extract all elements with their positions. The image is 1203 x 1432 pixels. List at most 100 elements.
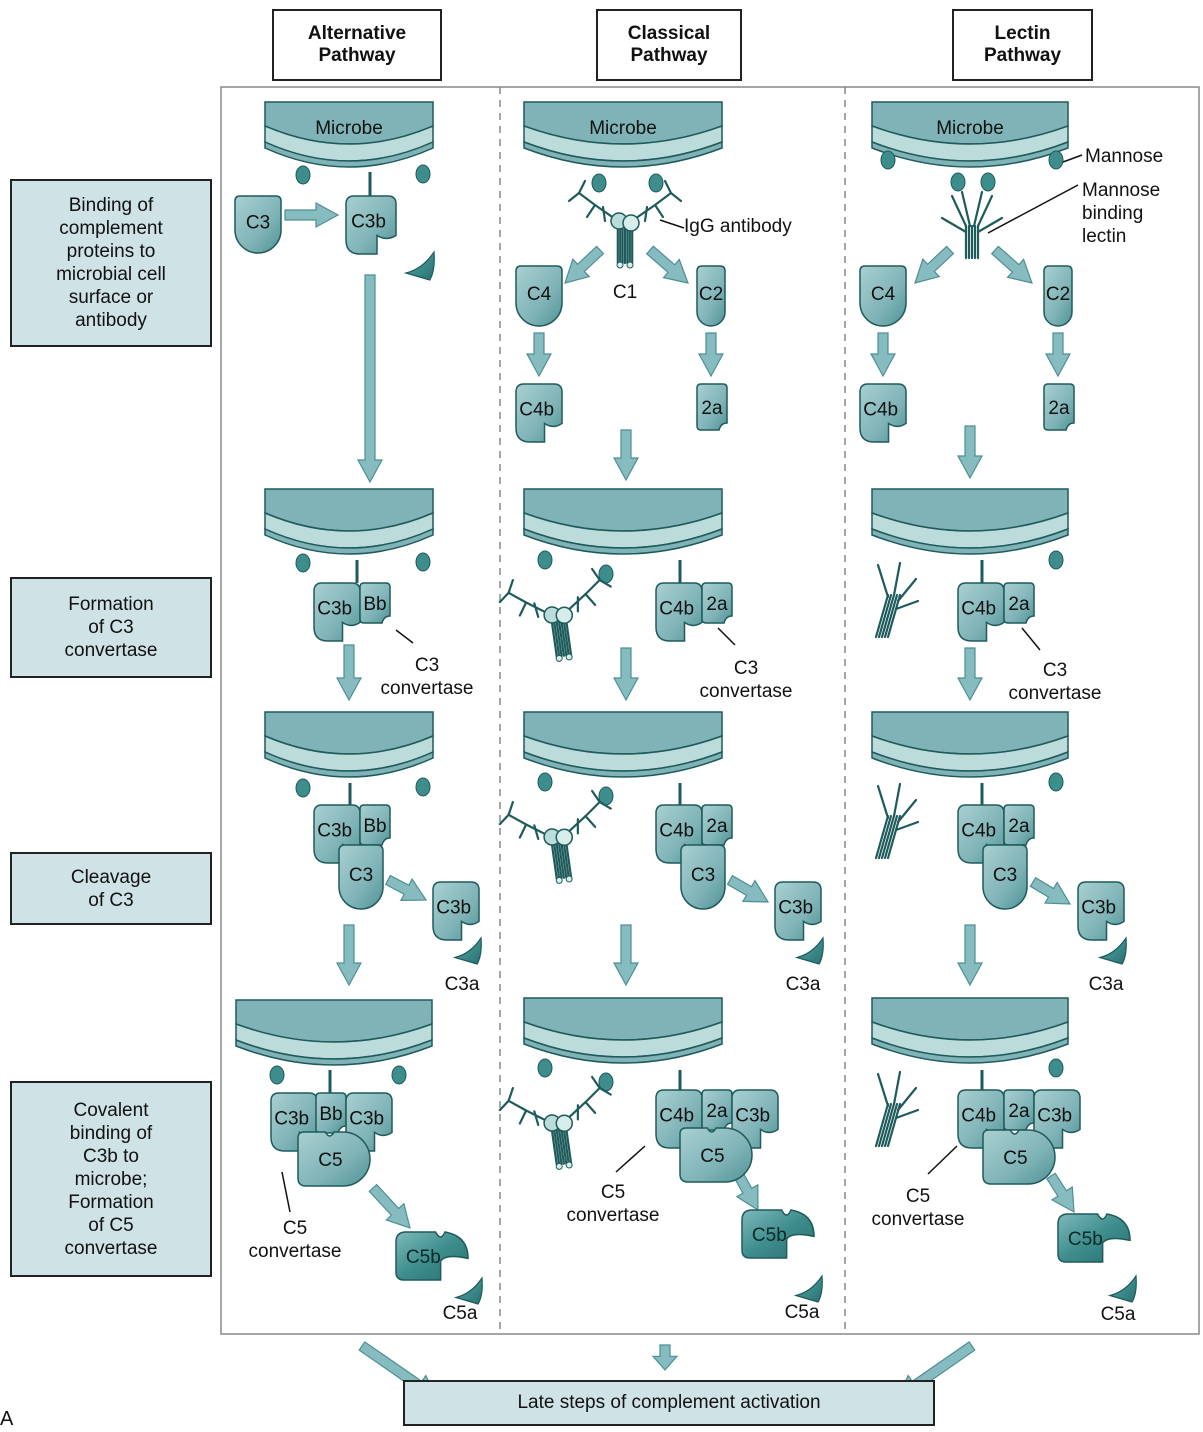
alt-p1-c3a-fragment xyxy=(403,250,435,281)
alt-p4-c5b xyxy=(395,1231,469,1281)
alt-p1-membrane xyxy=(264,101,434,168)
alt-p3-c3-label: C3 xyxy=(349,865,373,886)
lec-p2-mbl-strand xyxy=(876,563,890,599)
alt-p3-bb-label: Bb xyxy=(363,816,386,837)
lec-p1-mannose-leader xyxy=(1062,154,1083,163)
cls-p4-igg-part xyxy=(555,1162,563,1170)
cls-p4-igg-part xyxy=(584,1075,612,1114)
lec-p1-2a xyxy=(1043,383,1075,431)
lec-p4-arrow-c5 xyxy=(1045,1172,1075,1214)
cls-p1-arrow-c4b xyxy=(525,332,553,378)
lec-p3-2a xyxy=(1003,804,1035,846)
cls-p4-igg-part xyxy=(565,1161,573,1169)
lec-p2-mbl xyxy=(874,561,920,639)
lec-p2-knob xyxy=(1048,550,1064,570)
lec-p1-mannose-label: Mannose xyxy=(1085,146,1163,167)
alt-p3-c3b-released-label: C3b xyxy=(436,897,471,918)
lec-p2-mbl-strand xyxy=(883,593,899,639)
alt-p1-c3b xyxy=(345,195,397,255)
alt-p1-knob-1 xyxy=(295,165,311,185)
lec-p1-c2-label: C2 xyxy=(1046,284,1070,305)
lec-p1-mbl xyxy=(940,190,1004,260)
cls-p3-c3-label: C3 xyxy=(691,865,715,886)
lec-p3-mbl xyxy=(874,782,920,860)
cls-p1-igg-c1-part xyxy=(622,214,640,232)
cls-p2-igg-part xyxy=(533,596,579,619)
cls-p2-c4b-label: C4b xyxy=(659,598,694,619)
lec-p1-c4b-label: C4b xyxy=(863,399,898,420)
lec-p2-c4b-label: C4b xyxy=(961,598,996,619)
cls-p4-igg-part xyxy=(533,1104,579,1127)
lec-p3-c3-label: C3 xyxy=(993,865,1017,886)
cls-p2-knob-1 xyxy=(537,550,553,570)
cls-p4-knob-1 xyxy=(537,1058,553,1078)
lec-p1-mbl-leader xyxy=(987,184,1079,234)
lec-p2-mbl-strand xyxy=(874,593,890,639)
step-cleavage-c3: Cleavage of C3 xyxy=(10,852,212,925)
lec-arrow-1 xyxy=(956,425,984,480)
cls-p3-c3a-fragment xyxy=(794,936,824,965)
cls-p3-igg-part xyxy=(555,876,563,884)
lec-p1-c4b xyxy=(859,383,907,443)
cls-p3-arrow-cleave xyxy=(726,874,770,903)
lec-p1-mbl-strand xyxy=(940,216,1004,234)
alt-arrow-3 xyxy=(335,924,363,987)
cls-p1-igg-label: IgG antibody xyxy=(684,216,792,237)
alt-arrow-2 xyxy=(335,644,363,702)
cls-p1-igg-c1-part xyxy=(616,261,624,269)
cls-p1-c2-label: C2 xyxy=(699,284,723,305)
header-classical-pathway: Classical Pathway xyxy=(596,9,742,81)
cls-p3-igg-part xyxy=(498,800,528,839)
lec-p3-arrow-cleave xyxy=(1029,876,1072,905)
cls-p4-c3b-label: C3b xyxy=(735,1105,770,1126)
cls-p1-igg-c1 xyxy=(567,179,683,269)
cls-p3-igg-part xyxy=(584,789,612,828)
alt-p2-c3b-label: C3b xyxy=(317,598,352,619)
cls-p1-c4b-label: C4b xyxy=(519,399,554,420)
alt-p4-c5a-fragment xyxy=(453,1276,483,1305)
cls-p3-membrane xyxy=(523,711,723,778)
lec-p3-c4b-label: C4b xyxy=(961,820,996,841)
cls-p2-igg xyxy=(498,567,612,662)
alt-p4-bb-label: Bb xyxy=(319,1104,342,1125)
cls-arrow-3 xyxy=(612,924,640,987)
alt-p2-bb-label: Bb xyxy=(363,594,386,615)
alt-p3-arrow-cleave xyxy=(384,874,428,902)
lec-p1-mbl-strand xyxy=(950,190,972,228)
lec-p1-arrow-2a xyxy=(1044,332,1072,378)
lec-p1-membrane-layer xyxy=(871,140,1069,168)
cls-p1-knob-1 xyxy=(591,173,607,193)
lec-p2-mbl-strand xyxy=(892,561,902,597)
cls-p4-c5a-label: C5a xyxy=(785,1302,820,1323)
lec-p1-arrow-c2 xyxy=(990,245,1033,284)
cls-p1-c4-label: C4 xyxy=(527,284,552,305)
header-lectin-pathway: Lectin Pathway xyxy=(952,9,1093,81)
lec-p4-c5a-label: C5a xyxy=(1101,1304,1136,1325)
lec-p4-c5a-fragment xyxy=(1107,1274,1137,1303)
alt-p4-membrane xyxy=(235,999,433,1066)
lec-p3-mbl-strand xyxy=(877,814,893,860)
cls-p3-igg-part xyxy=(533,818,579,841)
lec-arrow-2 xyxy=(956,647,984,702)
lec-p4-mbl-strand xyxy=(892,1070,902,1106)
lec-p3-c3a-fragment xyxy=(1097,936,1127,965)
cls-p2-igg-part xyxy=(555,654,563,662)
alt-p3-c3b-label: C3b xyxy=(317,820,352,841)
cls-p4-c5conv-leader xyxy=(615,1145,646,1173)
alt-p4-c5-label: C5 xyxy=(318,1150,342,1171)
lec-p1-c4-label: C4 xyxy=(871,284,896,305)
lec-p1-knob-4 xyxy=(1048,150,1064,170)
alt-p3-membrane-layer xyxy=(264,750,434,778)
lec-p4-mbl-strand xyxy=(883,1102,899,1148)
alt-p4-arrow-c5 xyxy=(368,1183,411,1229)
cls-p2-c4b xyxy=(655,582,703,642)
cls-p4-membrane xyxy=(523,997,723,1064)
pathway-frame xyxy=(220,86,1200,1335)
lec-p2-2a-label: 2a xyxy=(1008,594,1030,615)
cls-p2-igg-part xyxy=(555,606,574,625)
cls-p2-igg-part xyxy=(498,578,528,617)
